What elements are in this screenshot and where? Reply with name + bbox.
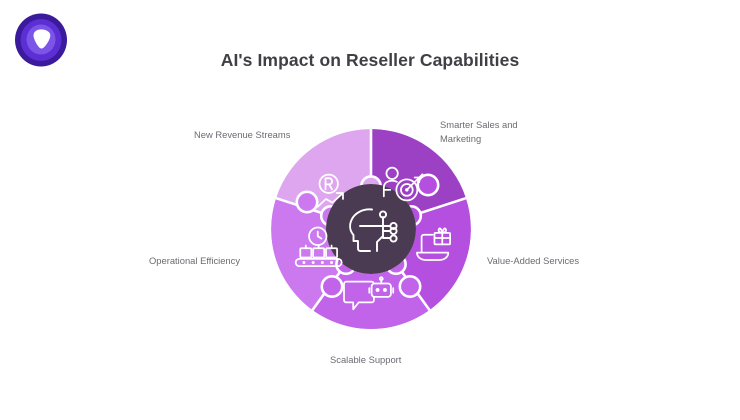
label-smarter-sales-marketing: Smarter Sales and Marketing <box>440 119 518 144</box>
label-new-revenue-streams: New Revenue Streams <box>194 129 291 140</box>
segment-scalable-support[interactable] <box>312 229 430 330</box>
ai-head-circuit-icon <box>349 208 398 252</box>
revenue-r-uptrend-arrow-icon <box>316 173 344 208</box>
puzzle-knob-outer-left <box>295 190 319 214</box>
label-value-added-services: Value-Added Services <box>487 255 580 266</box>
person-target-arrow-icon <box>382 166 424 202</box>
brand-logo-icon <box>15 13 67 67</box>
label-scalable-support: Scalable Support <box>330 354 402 365</box>
page-title: AI's Impact on Reseller Capabilities <box>220 50 520 70</box>
puzzle-knob-outer-lower-left <box>320 275 344 299</box>
puzzle-wheel <box>270 126 472 330</box>
puzzle-knob-outer-upper-right <box>416 173 440 197</box>
clock-conveyor-belt-icon <box>294 226 343 268</box>
chat-bubble-robot-icon <box>343 276 395 311</box>
center-hub[interactable] <box>326 184 416 274</box>
laptop-gift-box-icon <box>416 227 451 261</box>
brand-logo <box>14 13 68 67</box>
puzzle-wheel-svg <box>271 126 471 330</box>
puzzle-knob-outer-lower-right <box>398 275 422 299</box>
label-operational-efficiency: Operational Efficiency <box>149 255 241 266</box>
